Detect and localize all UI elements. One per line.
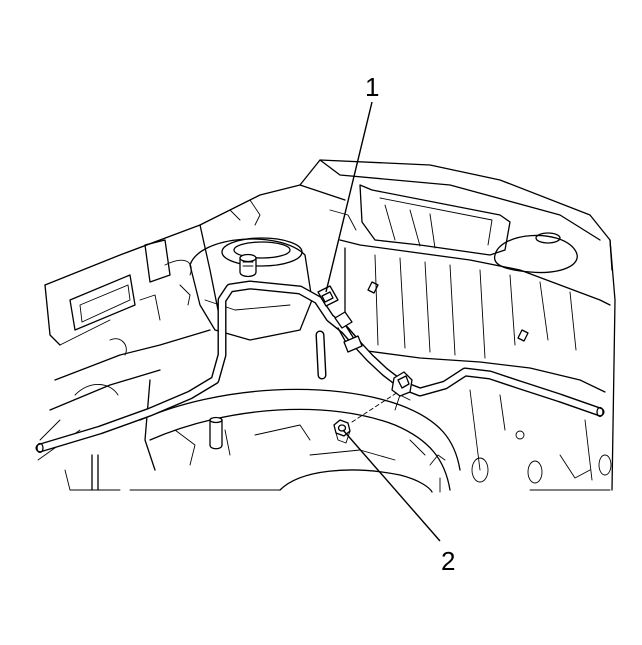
callout-1: 1: [325, 72, 379, 293]
pipe-clip-fastener: [317, 285, 363, 353]
callout-2: 2: [342, 429, 455, 576]
strut-tower: [179, 237, 313, 341]
pipe-retainer-nut: [333, 371, 413, 444]
rear-floor-lower: [129, 388, 461, 493]
rear-floor-panel: [299, 159, 616, 493]
left-wheelhouse-panel: [37, 184, 301, 491]
brake-pipe: [35, 280, 605, 454]
callout-2-label: 2: [441, 546, 455, 576]
callout-1-label: 1: [365, 72, 379, 102]
installation-axis-line: [351, 391, 399, 423]
callout-1-leader: [325, 101, 373, 293]
callout-2-leader: [342, 429, 441, 542]
